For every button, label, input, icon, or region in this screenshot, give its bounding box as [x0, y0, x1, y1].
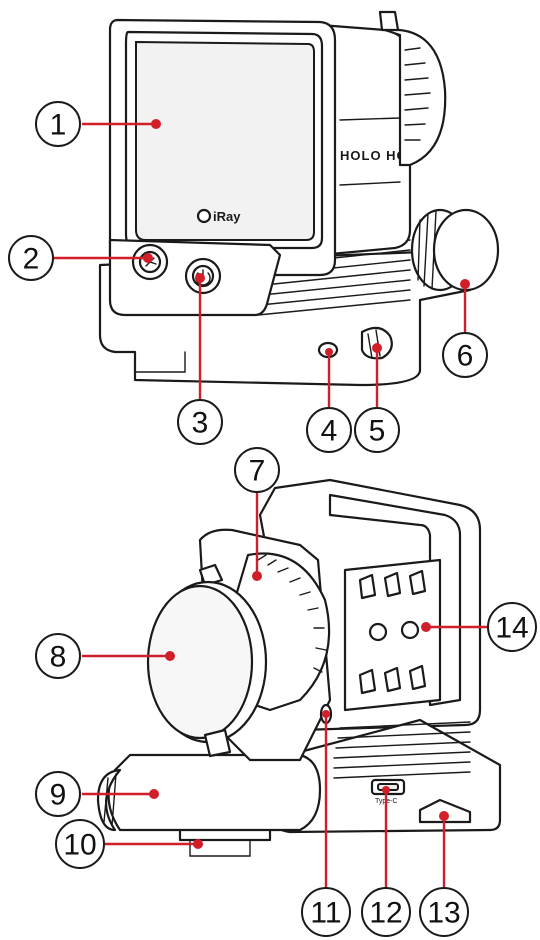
- callout-number: 9: [50, 779, 67, 812]
- picatinny-rail-14: [343, 558, 442, 712]
- callout-number: 14: [495, 612, 528, 645]
- front-rear-lens-barrel: [383, 28, 447, 167]
- leader-dot-8: [165, 651, 175, 661]
- rail-hole: [368, 622, 388, 642]
- leader-dot-1: [151, 119, 161, 129]
- callout-2: 2: [8, 235, 54, 281]
- holographic-window: [135, 40, 315, 241]
- front-side-line: [339, 181, 401, 186]
- leader-lines: [54, 119, 496, 889]
- callout-number: 3: [192, 407, 209, 440]
- leader-dot-7: [252, 571, 262, 581]
- leader-dot-5: [372, 343, 382, 353]
- leader-dot-10: [193, 839, 203, 849]
- callout-number: 13: [427, 897, 460, 930]
- callout-number: 2: [23, 243, 40, 276]
- rear-cooling-fins: [333, 721, 471, 779]
- callout-8: 8: [35, 633, 81, 679]
- leader-dot-2: [143, 253, 153, 263]
- callout-number: 12: [369, 897, 402, 930]
- leader-dot-9: [149, 789, 159, 799]
- front-lens-knurl: [404, 47, 431, 141]
- callout-number: 11: [310, 897, 341, 930]
- logo-icon: [196, 208, 212, 224]
- leader-dot-14: [421, 622, 431, 632]
- callout-4: 4: [306, 407, 352, 453]
- callout-5: 5: [354, 407, 400, 453]
- callout-6: 6: [442, 332, 488, 378]
- callout-number: 4: [321, 415, 338, 448]
- rear-view: Type-C: [96, 478, 502, 857]
- callout-12: 12: [361, 887, 411, 937]
- leader-dot-3: [195, 273, 205, 283]
- callout-11: 11: [301, 887, 351, 937]
- callout-number: 1: [50, 109, 67, 142]
- callout-number: 8: [50, 641, 67, 674]
- callout-14: 14: [487, 602, 537, 652]
- callout-7: 7: [234, 447, 280, 493]
- front-lens-tab: [378, 10, 400, 32]
- callout-9: 9: [35, 771, 81, 817]
- leader-dot-11: [322, 710, 330, 718]
- callout-1: 1: [35, 101, 81, 147]
- leader-dot-13: [439, 811, 449, 821]
- callout-number: 7: [249, 455, 266, 488]
- front-side-line: [339, 117, 401, 121]
- rear-mount-slot-13: [418, 798, 472, 824]
- callout-3: 3: [177, 399, 223, 445]
- lens-cap-hinge: [203, 728, 232, 758]
- front-base-rail-groove: [134, 351, 186, 373]
- callout-number: 10: [63, 829, 96, 862]
- lens-cap-8[interactable]: [146, 580, 268, 744]
- front-view: HOLO HO50 iRay: [98, 10, 500, 387]
- callout-labels: 1 2 3 4 5 6 7 8: [8, 101, 537, 937]
- leader-dot-4: [325, 348, 333, 356]
- leader-dot-12: [382, 786, 390, 794]
- callout-10: 10: [55, 819, 105, 869]
- callout-13: 13: [419, 887, 469, 937]
- rail-groove: [189, 839, 251, 857]
- rail-hole: [400, 620, 420, 640]
- brand-logo: iRay: [213, 209, 241, 224]
- battery-cap-knurl: [103, 773, 117, 827]
- callout-number: 6: [457, 340, 474, 373]
- callout-number: 5: [369, 415, 386, 448]
- battery-tube-9: [107, 753, 322, 832]
- leader-dot-6: [460, 279, 470, 289]
- adjustment-knob-6[interactable]: [410, 208, 500, 292]
